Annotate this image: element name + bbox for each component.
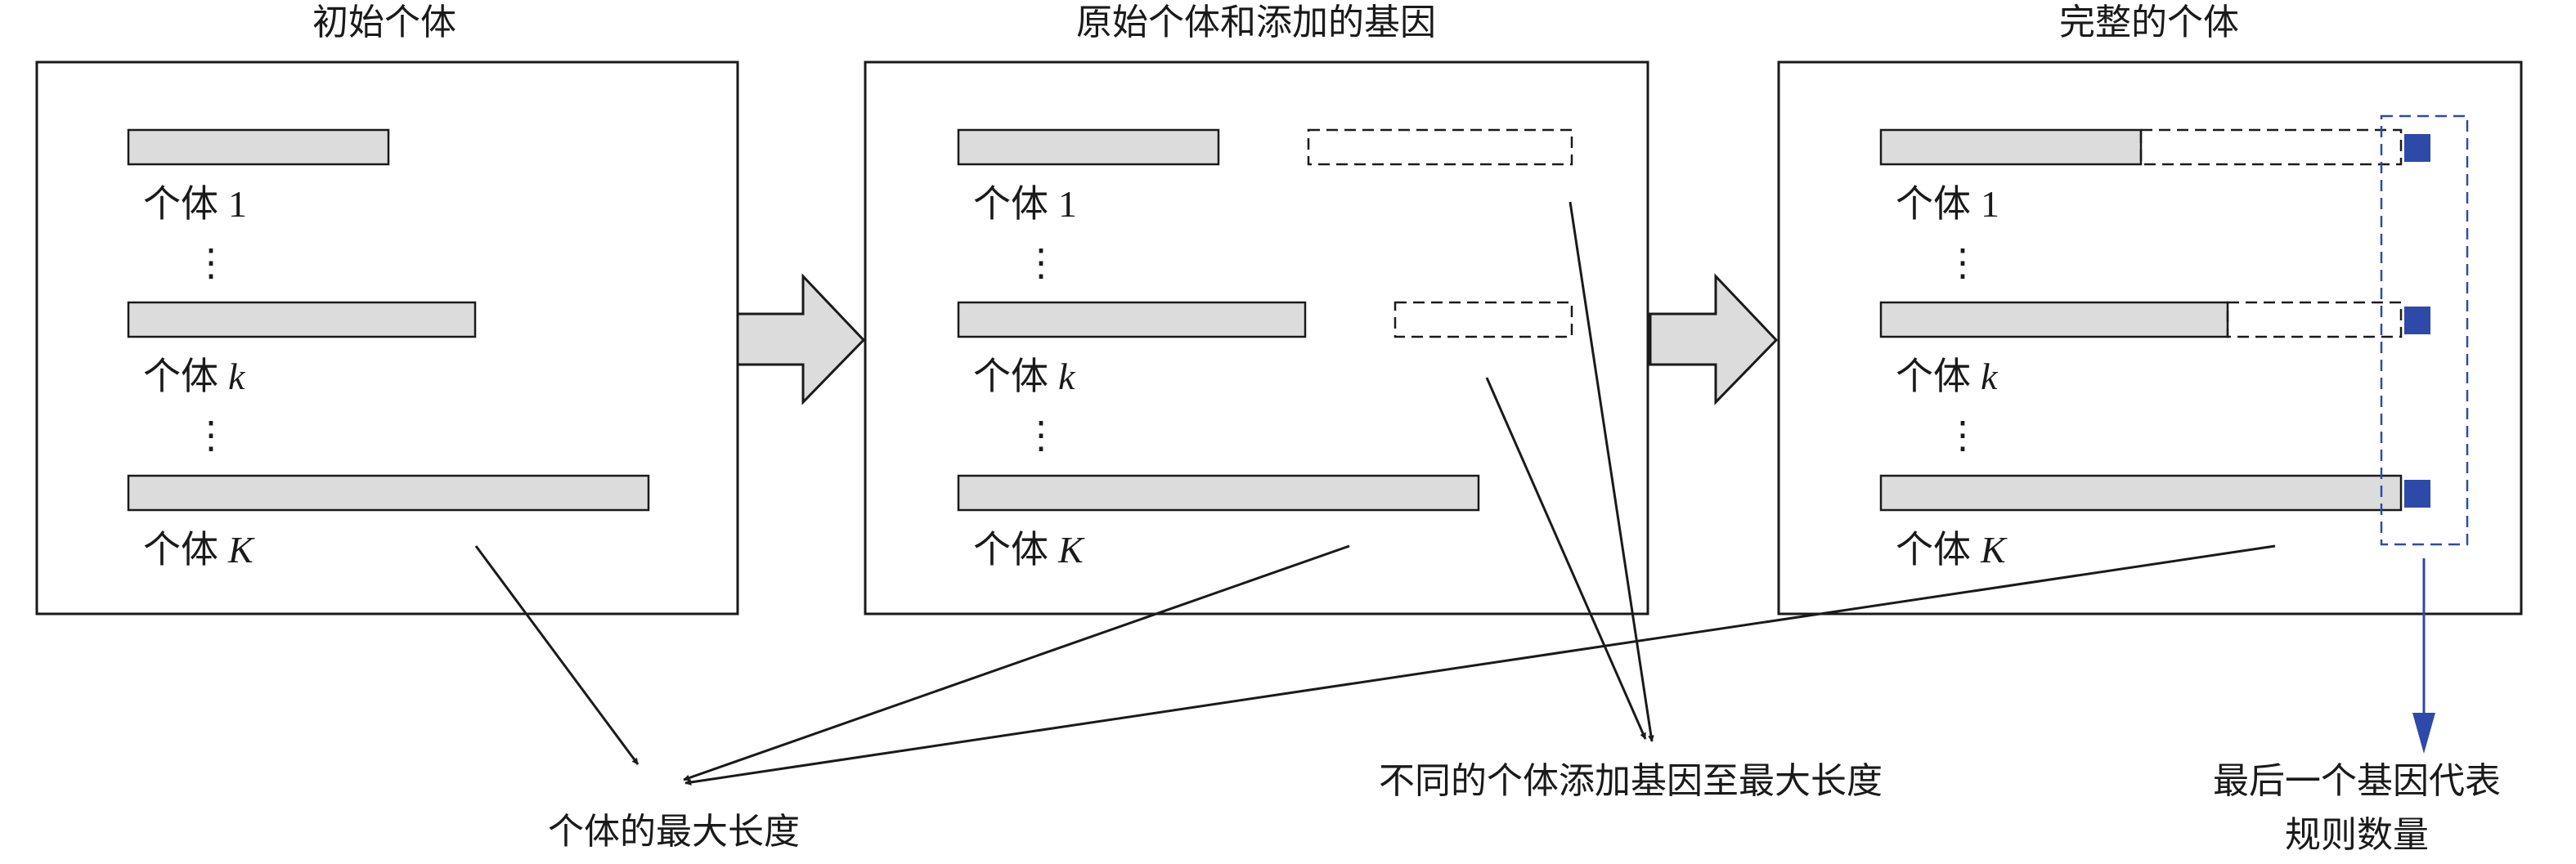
last-gene-label-line-2: 规则数量 [2285, 814, 2429, 856]
vertical-ellipsis: ⋮ [1022, 414, 1060, 456]
pointer-pad-genes-from-gene-1 [1568, 201, 1654, 742]
block-arrow-2 [1649, 273, 1779, 405]
padding-genes-k [2226, 301, 2403, 338]
vertical-ellipsis: ⋮ [1022, 242, 1060, 284]
individual-K-bar [1879, 474, 2403, 512]
vertical-ellipsis: ⋮ [1944, 414, 1981, 456]
panel-2-frame [864, 60, 1649, 616]
individual-k-bar [127, 301, 477, 338]
vertical-ellipsis: ⋮ [192, 414, 230, 456]
rule-count-gene-K [2404, 480, 2430, 508]
block-arrow-1 [736, 273, 866, 405]
pointer-max-length-from-panel-3 [684, 544, 2276, 786]
last-gene-group-box [2380, 114, 2469, 546]
pointer-pad-genes-from-gene-k [1485, 377, 1647, 740]
rule-count-gene-1 [2404, 134, 2430, 162]
individual-1-bar [1879, 128, 2143, 166]
panel-1-title: 初始个体 [312, 2, 456, 43]
padding-genes-1 [2139, 128, 2403, 166]
panel-2-title: 原始个体和添加的基因 [1076, 2, 1436, 43]
individual-K-bar [957, 474, 1480, 512]
vertical-ellipsis: ⋮ [192, 242, 230, 284]
panel-3-frame [1777, 60, 2523, 616]
pointer-max-length-from-panel-1 [474, 545, 640, 765]
individual-K-bar [127, 474, 650, 512]
added-genes-k [1393, 301, 1573, 338]
pad-genes-label: 不同的个体添加基因至最大长度 [1379, 760, 1883, 802]
added-genes-1 [1307, 128, 1573, 166]
last-gene-label-line-1: 最后一个基因代表 [2213, 760, 2501, 802]
individual-k-bar [1879, 301, 2229, 338]
pointer-last-gene-head [2412, 713, 2435, 754]
individual-1-bar [957, 128, 1220, 166]
individual-k-bar [957, 301, 1307, 338]
panel-3-title: 完整的个体 [2059, 2, 2239, 43]
individual-1-bar [127, 128, 390, 166]
vertical-ellipsis: ⋮ [1944, 242, 1981, 284]
pointer-max-length-from-panel-2 [683, 544, 1350, 781]
rule-count-gene-k [2404, 307, 2430, 334]
max-length-label: 个体的最大长度 [548, 811, 800, 853]
